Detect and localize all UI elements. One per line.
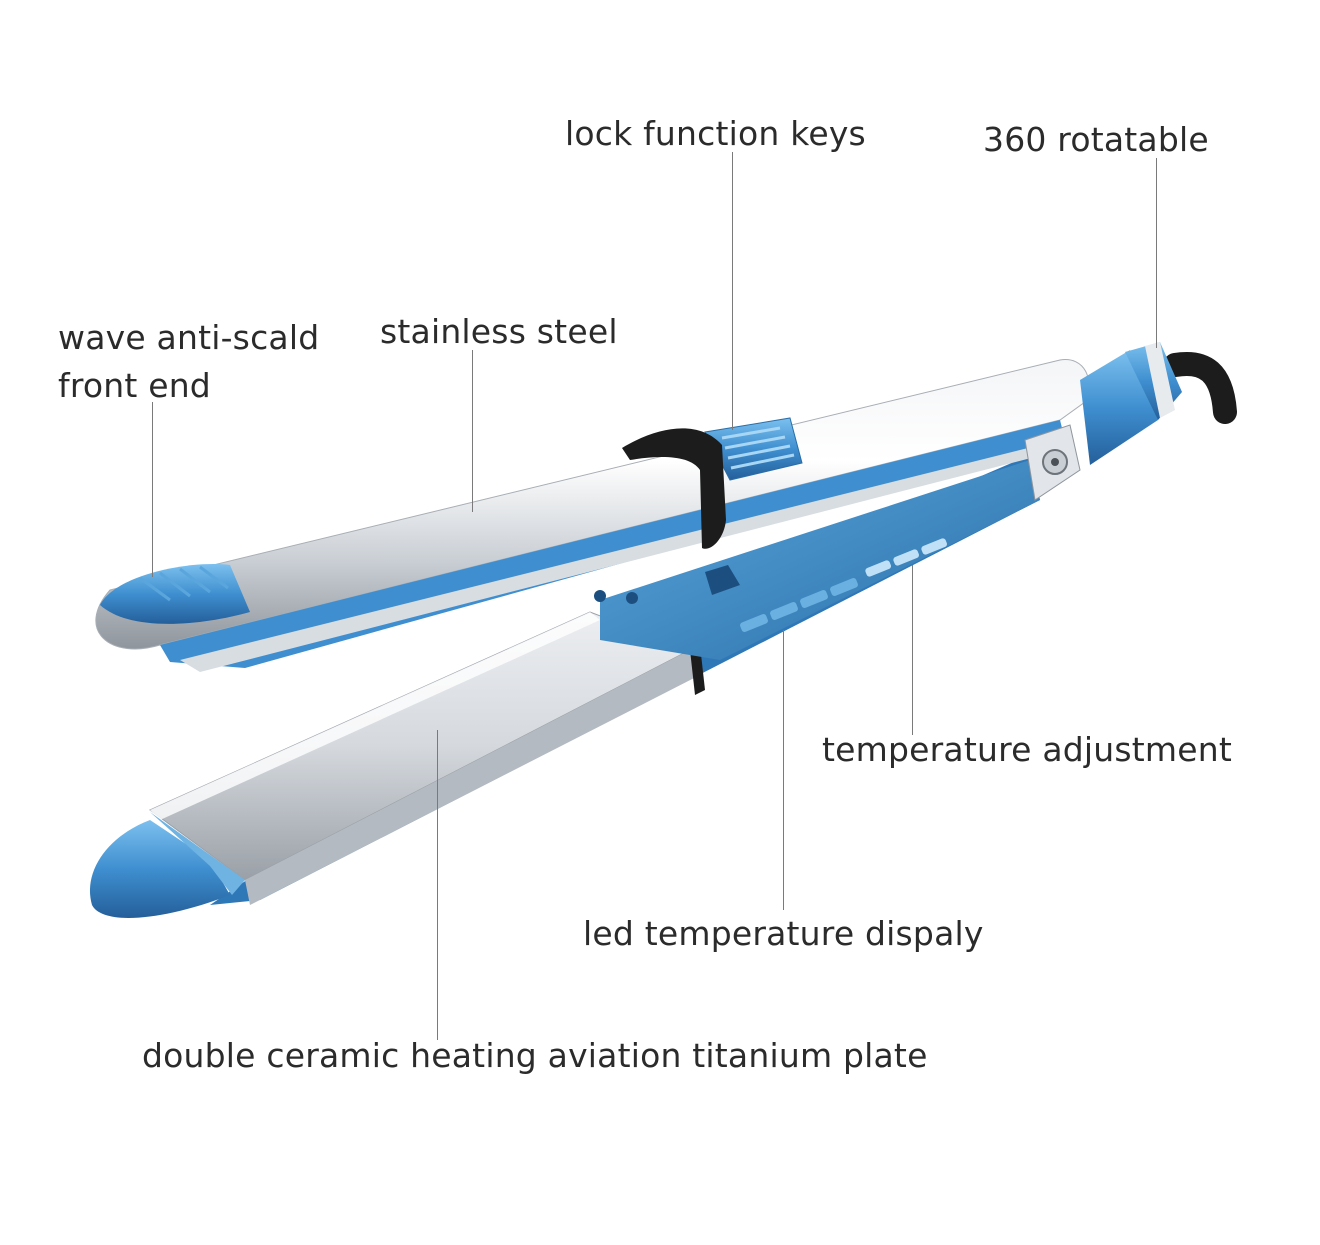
- label-stainless-steel: stainless steel: [380, 312, 618, 351]
- label-360-rotatable: 360 rotatable: [983, 120, 1209, 159]
- leader-titanium-plate: [437, 730, 438, 1040]
- hinge: [1024, 424, 1081, 501]
- leader-led-display: [783, 630, 784, 910]
- wave-front-end: [100, 564, 250, 624]
- label-wave-front-line2: front end: [58, 366, 211, 405]
- leader-rotatable: [1156, 158, 1157, 348]
- leader-temperature-adjustment: [912, 565, 913, 735]
- temperature-buttons: [865, 538, 948, 577]
- rotating-handle: [1080, 342, 1182, 465]
- lower-blue-tip: [89, 820, 230, 918]
- upper-arm: [95, 359, 1090, 672]
- led-display-strip: [740, 578, 858, 632]
- label-led-temperature-display: led temperature dispaly: [583, 914, 984, 953]
- inner-housing: [600, 460, 1040, 660]
- leader-stainless-steel: [472, 350, 473, 512]
- leader-lock-keys: [732, 152, 733, 430]
- lock-ring: [622, 428, 726, 549]
- label-lock-function-keys: lock function keys: [565, 114, 866, 153]
- label-temperature-adjustment: temperature adjustment: [822, 730, 1233, 769]
- label-wave-front-line1: wave anti-scald: [58, 318, 320, 357]
- lower-collar: [690, 645, 705, 695]
- power-cord: [1163, 352, 1237, 424]
- lock-key: [704, 417, 803, 481]
- leader-wave-front: [152, 402, 153, 577]
- label-titanium-plate: double ceramic heating aviation titanium…: [142, 1036, 928, 1075]
